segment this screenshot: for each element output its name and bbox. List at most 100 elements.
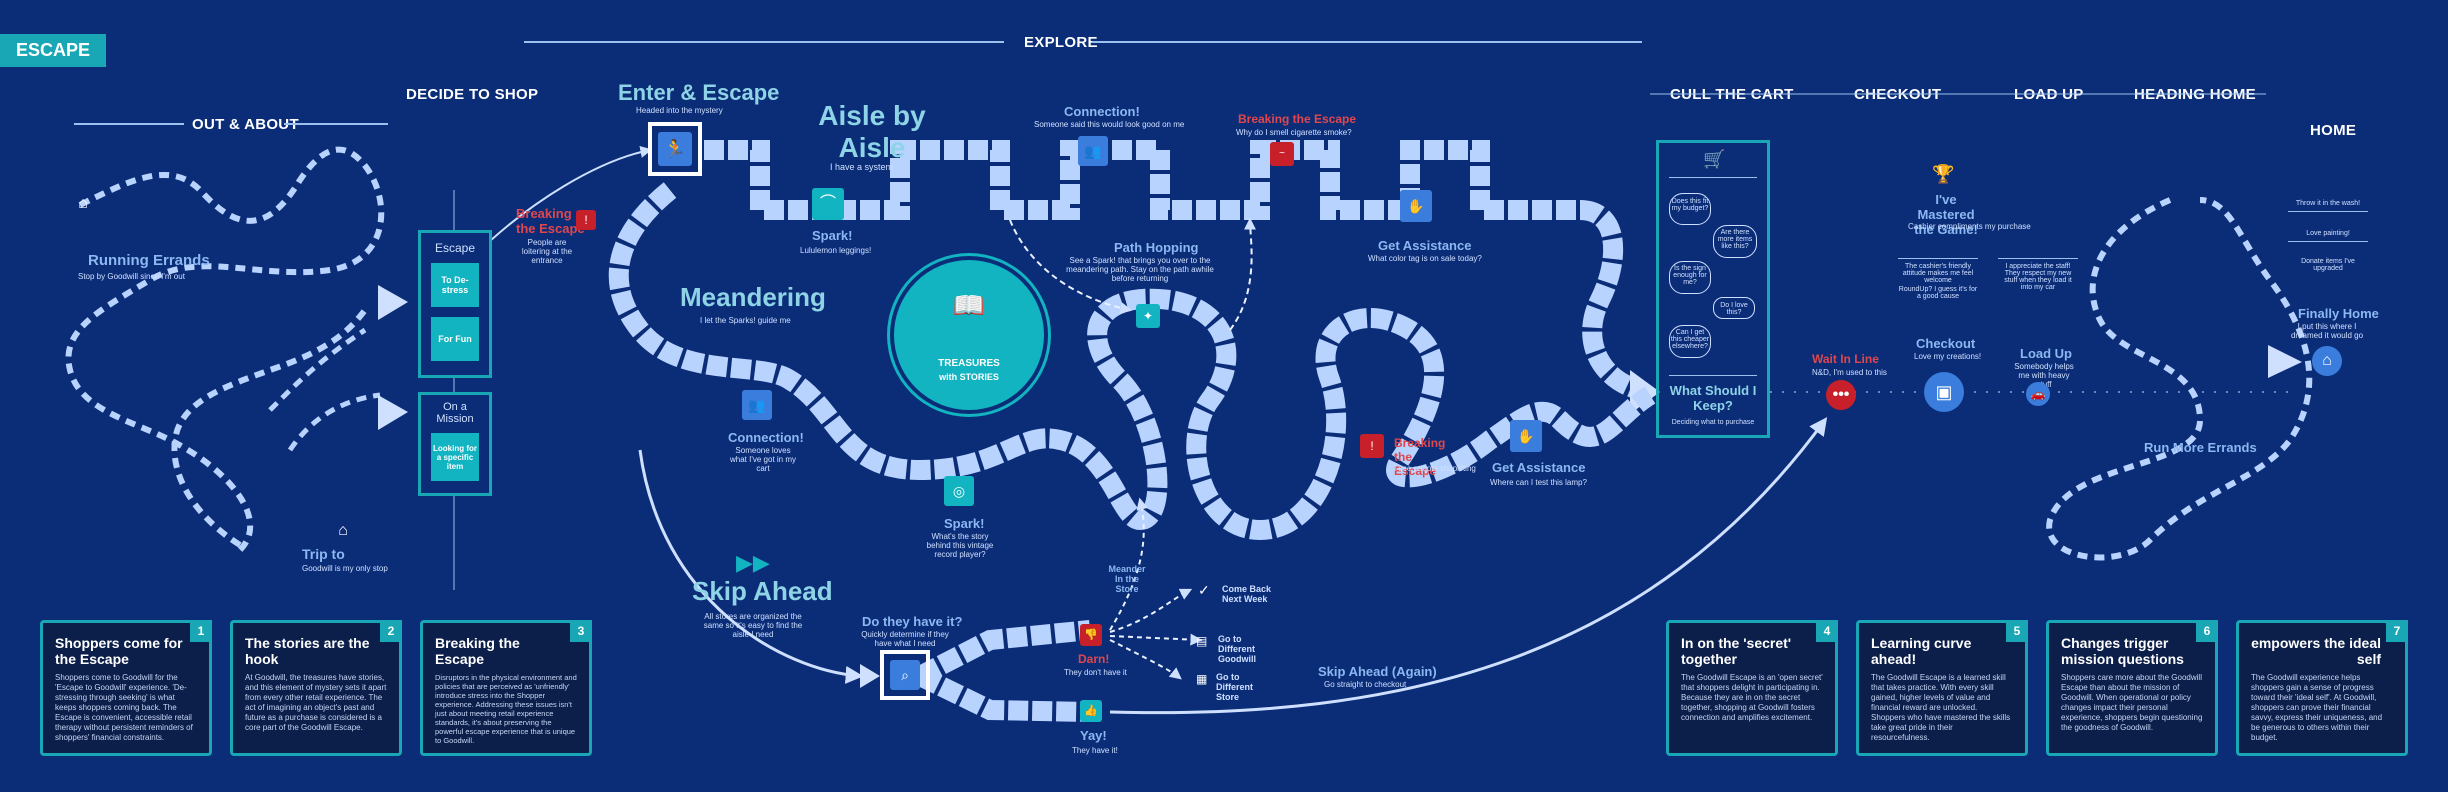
card-7-title: empowers the ideal self: [2251, 635, 2381, 667]
come-back-label: Come Back Next Week: [1222, 584, 1272, 604]
thumbs-down-icon: 👎: [1080, 624, 1102, 646]
insight-card-1: 1 Shoppers come for the Escape Shoppers …: [40, 620, 212, 756]
hand-icon-top: ✋: [1400, 190, 1432, 222]
get-assistance-top-sub: What color tag is on sale today?: [1368, 254, 1482, 263]
do-they-have-it-sub: Quickly determine if they have what I ne…: [861, 630, 949, 648]
warning-icon-right: !: [1360, 434, 1384, 458]
register-icon: ▣: [1924, 372, 1964, 412]
skip-ahead-sub: All stores are organized the same so it'…: [703, 612, 803, 639]
home-note-3: Donate items I've upgraded: [2301, 258, 2355, 272]
finally-home-title: Finally Home: [2298, 306, 2379, 321]
waiting-icon: •••: [1826, 380, 1856, 410]
load-up-title: Load Up: [2020, 346, 2072, 361]
out-about-rule-left: [74, 123, 184, 125]
escape-door-icon: 🏃: [648, 122, 702, 176]
meander-in-store-label: Meander In the Store: [1108, 564, 1146, 594]
building-icon: ▤: [1196, 634, 1208, 648]
mastered-title: I've Mastered the Game!: [1914, 192, 1978, 237]
spark-2-title: Spark!: [944, 516, 985, 531]
card-3-body: Disruptors in the physical environment a…: [435, 673, 577, 745]
breaking-escape-top-title: Breaking the Escape: [1238, 112, 1357, 126]
mastered-note-2: I appreciate the staff! They respect my …: [1998, 258, 2078, 291]
card-3-title: Breaking the Escape: [435, 635, 520, 667]
aisle-path: [680, 140, 1580, 220]
mission-item: Looking for a specific item: [431, 433, 479, 481]
darn-title: Darn!: [1078, 652, 1110, 666]
people-icon-low: 👥: [742, 390, 772, 420]
record-player-icon: ◎: [944, 476, 974, 506]
fast-forward-icon: ▶▶: [736, 550, 770, 575]
running-errands-route: [65, 146, 385, 553]
magnify-icon: ⌕: [890, 660, 920, 690]
mastered-sub: Cashier compliments my purchase: [1908, 222, 2031, 231]
card-5-body: The Goodwill Escape is a learned skill t…: [1871, 673, 2011, 742]
card-5-title: Learning curve ahead!: [1871, 635, 1972, 667]
insight-card-2: 2 The stories are the hook At Goodwill, …: [230, 620, 402, 756]
mission-panel: On a Mission Looking for a specific item: [418, 392, 492, 496]
wait-in-line-title: Wait In Line: [1812, 352, 1879, 366]
search-box-icon: ⌕: [880, 650, 930, 700]
breaking-escape-right-sub: I see people shoplifting: [1394, 464, 1476, 473]
explore-rule-right: [1092, 41, 1642, 43]
card-4-title: In on the 'secret' together: [1681, 635, 1792, 667]
insight-card-5: 5 Learning curve ahead! The Goodwill Esc…: [1856, 620, 2028, 756]
card-6-body: Shoppers care more about the Goodwill Es…: [2061, 673, 2203, 732]
thumbs-up-icon: 👍: [1080, 700, 1102, 722]
mastered-note-1: The cashier's friendly attitude makes me…: [1898, 258, 1978, 284]
treasures-sub: with STORIES: [939, 372, 999, 382]
run-more-errands-title: Run More Errands: [2144, 440, 2257, 455]
trip-route: [171, 308, 368, 548]
running-person-icon: 🏃: [658, 132, 692, 166]
breaking-escape-right-title: Breaking the Escape: [1394, 436, 1446, 478]
card-1-title: Shoppers come for the Escape: [55, 635, 183, 667]
home-icon: ⌂: [2312, 346, 2342, 376]
skip-ahead-again-sub: Go straight to checkout: [1324, 680, 1407, 689]
house-icon: ⌂: [78, 195, 88, 212]
insight-card-4: 4 In on the 'secret' together The Goodwi…: [1666, 620, 1838, 756]
trip-to-sub: Goodwill is my only stop: [302, 564, 388, 573]
house-icon-trip: ⌂: [338, 522, 348, 539]
spark-1-title: Spark!: [812, 228, 853, 243]
mission-panel-title: On a Mission: [436, 401, 474, 425]
card-1-number: 1: [190, 620, 212, 642]
path-hopping-title: Path Hopping: [1114, 240, 1199, 255]
escape-panel: Escape To De-stress For Fun: [418, 230, 492, 378]
card-5-number: 5: [2006, 620, 2028, 642]
finally-home-sub: I put this where I dreamed it would go: [2290, 322, 2364, 340]
path-hopping-sub: See a Spark! that brings you over to the…: [1066, 256, 1214, 283]
bubble-1: Does this fit my budget?: [1669, 193, 1711, 225]
running-errands-title: Running Errands: [88, 252, 210, 269]
section-home: HOME: [2310, 122, 2357, 139]
wait-in-line-sub: N&D, I'm used to this: [1812, 368, 1887, 377]
spark-icon-mid: ✦: [1136, 304, 1160, 328]
escape-panel-title: Escape: [434, 241, 476, 255]
home-note-1: Throw it in the wash!: [2288, 200, 2368, 212]
connection-low-sub: Someone loves what I've got in my cart: [730, 446, 796, 473]
bubble-3: Is the sign enough for me?: [1669, 261, 1711, 294]
bubble-2: Are there more items like this?: [1713, 225, 1757, 258]
skip-ahead-line: [638, 449, 864, 684]
home-note-2: Love painting!: [2288, 230, 2368, 242]
cigarette-icon: ~: [1270, 142, 1294, 166]
insight-card-3: 3 Breaking the Escape Disruptors in the …: [420, 620, 592, 756]
escape-item-destress: To De-stress: [431, 263, 479, 307]
breaking-escape-1-title: Breaking the Escape: [516, 206, 585, 236]
meandering-title: Meandering: [680, 282, 826, 312]
checkout-title: Checkout: [1916, 336, 1976, 351]
card-4-number: 4: [1816, 620, 1838, 642]
running-errands-sub: Stop by Goodwill since I'm out: [78, 272, 185, 281]
bubble-4: Do I love this?: [1713, 297, 1755, 319]
card-2-title: The stories are the hook: [245, 635, 370, 667]
skip-ahead-title: Skip Ahead: [692, 576, 833, 606]
connection-low-title: Connection!: [728, 430, 804, 445]
yay-title: Yay!: [1080, 728, 1107, 743]
darn-sub: They don't have it: [1064, 668, 1127, 677]
what-keep-title: What Should I Keep?: [1669, 383, 1757, 413]
bubble-5: Can I get this cheaper elsewhere?: [1669, 325, 1711, 358]
card-4-body: The Goodwill Escape is an 'open secret' …: [1681, 673, 1823, 722]
warning-icon-1: !: [576, 210, 596, 230]
store-icon: ▦: [1196, 672, 1208, 686]
hand-icon-low: ✋: [1510, 420, 1542, 452]
connection-top-sub: Someone said this would look good on me: [1034, 120, 1185, 129]
enter-escape-title: Enter & Escape: [618, 80, 780, 105]
